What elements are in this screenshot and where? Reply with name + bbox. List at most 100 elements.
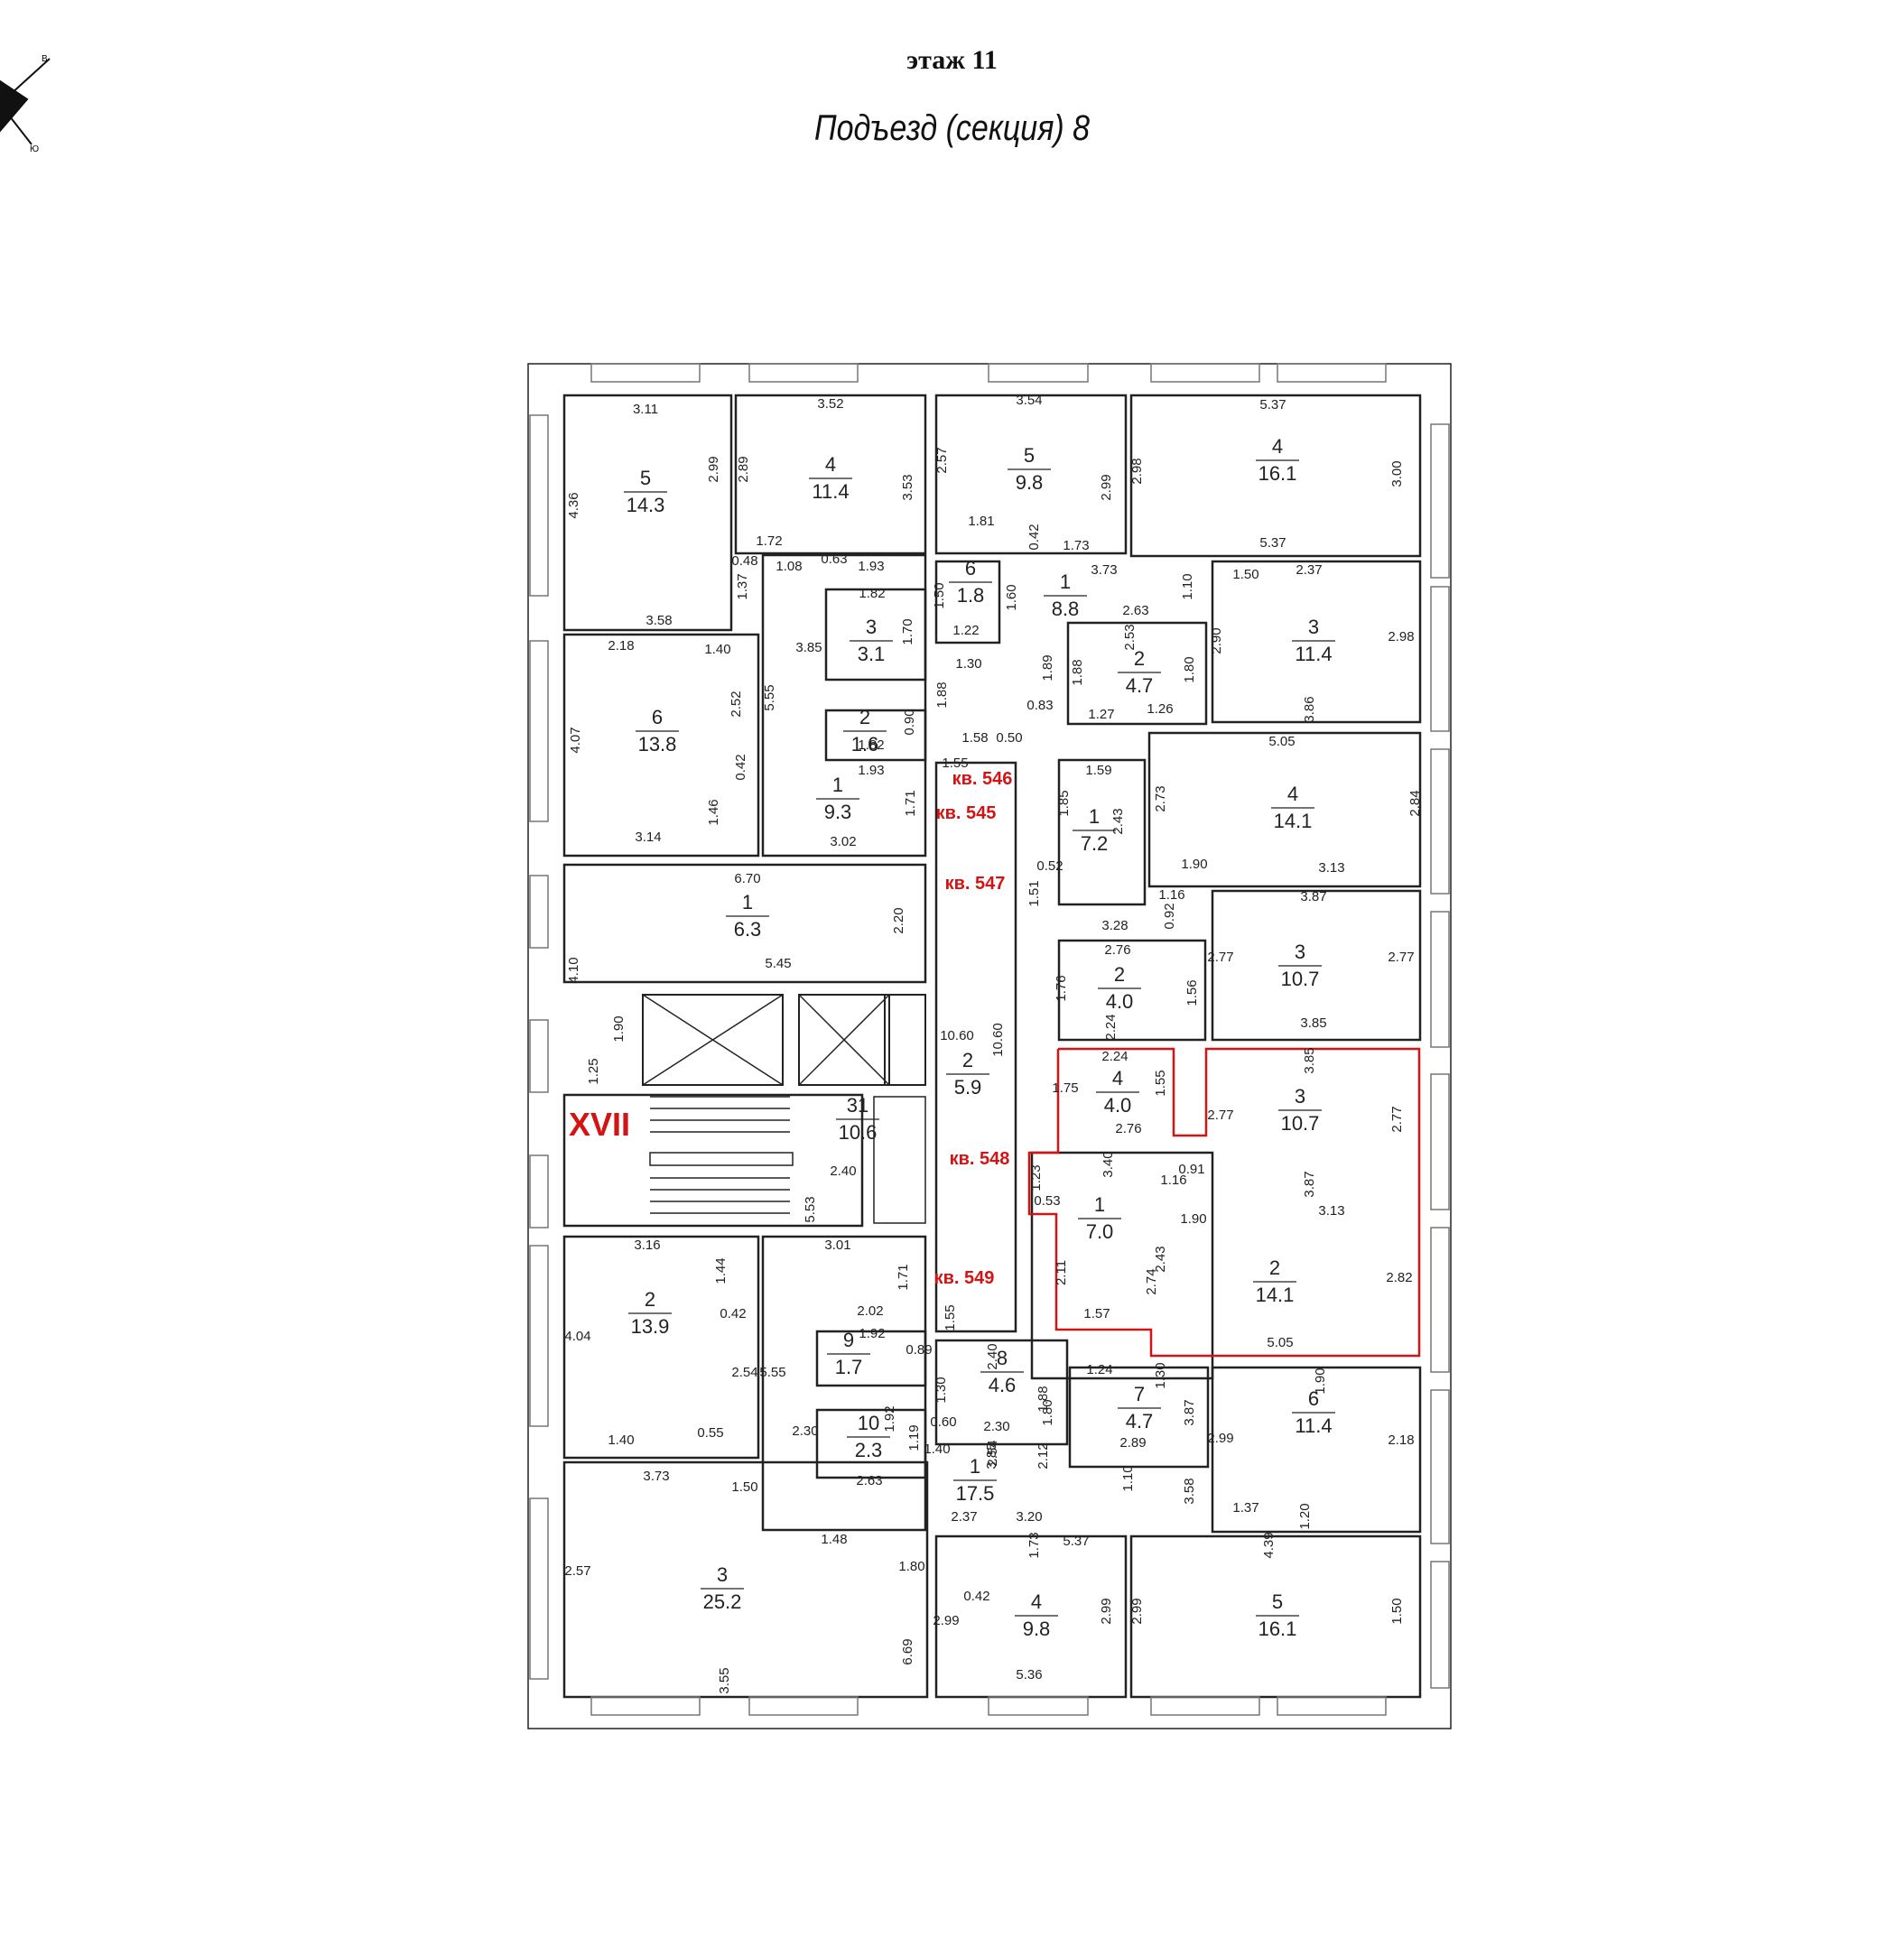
room-area: 25.2 — [703, 1590, 742, 1613]
dimension-label: 2.63 — [856, 1473, 882, 1488]
room-outline — [1066, 621, 1208, 726]
room-area: 13.9 — [631, 1315, 670, 1338]
dimension-label: 2.37 — [951, 1509, 977, 1525]
dimension-label: 3.13 — [1318, 1203, 1344, 1219]
room-number: 3 — [717, 1563, 728, 1586]
dimension-label: 1.55 — [942, 756, 968, 771]
apartment-label-kv548: кв. 548 — [950, 1149, 1010, 1169]
room-label: 414.1 — [1271, 783, 1314, 832]
room-label: 24.7 — [1118, 647, 1161, 697]
highlighted-apartment — [1027, 1047, 1421, 1358]
dimension-label: 0.89 — [906, 1342, 932, 1358]
dimension-label: 2.37 — [1296, 562, 1322, 578]
dimension-label: 2.12 — [1036, 1442, 1051, 1469]
dimension-label: 0.42 — [1026, 524, 1042, 550]
dimension-label: 3.87 — [1302, 1171, 1317, 1197]
room-label: 61.8 — [949, 557, 992, 607]
room-outline — [1057, 939, 1207, 1042]
dimension-label: 6.70 — [734, 871, 760, 886]
stair-label: XVII — [569, 1106, 630, 1143]
room-label: 91.7 — [827, 1329, 870, 1378]
dimension-label: 1.20 — [1297, 1503, 1313, 1529]
dimension-label: 1.82 — [858, 737, 884, 753]
room-number: 5 — [1024, 444, 1035, 467]
room-area: 11.4 — [812, 480, 849, 503]
dimension-label: 0.50 — [996, 730, 1022, 746]
room-label: 514.3 — [624, 467, 667, 516]
room-outline — [562, 1093, 864, 1228]
apartment-label-kv546: кв. 546 — [952, 769, 1013, 789]
dimension-label: 2.30 — [792, 1423, 818, 1439]
dimension-label: 4.10 — [566, 957, 581, 983]
room-number: 31 — [847, 1094, 868, 1117]
room-area: 11.4 — [1295, 643, 1332, 665]
room-area: 10.7 — [1281, 1112, 1320, 1135]
room-number: 3 — [1308, 616, 1319, 638]
room-area: 4.0 — [1106, 990, 1134, 1013]
dimension-label: 1.73 — [1063, 538, 1089, 553]
dimension-label: 2.90 — [1209, 627, 1224, 654]
room-area: 10.7 — [1281, 968, 1320, 990]
dimension-label: 2.73 — [1153, 785, 1168, 811]
room-label: 411.4 — [809, 453, 852, 503]
room-outline — [562, 633, 760, 858]
dimension-label: 4.07 — [568, 727, 583, 753]
dimension-label: 1.90 — [1181, 857, 1207, 872]
dimension-label: 1.30 — [1153, 1362, 1168, 1388]
dimension-label: 5.36 — [1016, 1667, 1042, 1683]
room-outline — [934, 761, 1017, 1333]
dimension-label: 1.59 — [1085, 763, 1111, 778]
room-outline — [1129, 394, 1422, 558]
dimension-label: 0.53 — [1034, 1193, 1060, 1209]
room-area: 2.3 — [855, 1439, 883, 1461]
dimension-label: 2.99 — [933, 1613, 959, 1628]
room-outline — [1147, 731, 1422, 888]
dimension-label: 2.30 — [983, 1419, 1009, 1434]
compass-rose-icon: В Ю — [0, 54, 51, 154]
dimension-label: 1.27 — [1088, 707, 1114, 722]
dimension-label: 4.04 — [564, 1329, 590, 1344]
dimension-label: 5.05 — [1267, 1335, 1293, 1350]
window-set-side — [529, 414, 1450, 1689]
dimension-label: 3.13 — [1318, 860, 1344, 876]
dimension-label: 1.19 — [906, 1424, 922, 1451]
stair-flight — [649, 1096, 794, 1214]
room-outline — [934, 394, 1128, 555]
room-outline — [934, 1339, 1069, 1446]
shaft — [873, 1096, 926, 1224]
dimension-label: 2.99 — [1099, 474, 1114, 500]
room-number: 1 — [1060, 570, 1071, 593]
room-outline — [562, 1460, 929, 1699]
dimension-label: 3.55 — [717, 1667, 732, 1693]
room-label: 611.4 — [1292, 1387, 1335, 1437]
dimension-label: 2.84 — [1407, 790, 1423, 816]
dimension-label: 3.85 — [1302, 1047, 1317, 1073]
dimension-label: 1.40 — [608, 1432, 634, 1448]
room-label: 102.3 — [847, 1412, 890, 1461]
room-label: 516.1 — [1256, 1590, 1299, 1640]
apartment-label-kv549: кв. 549 — [934, 1268, 995, 1288]
floor-title: этаж 11 — [906, 45, 998, 75]
dimension-label: 5.05 — [1268, 734, 1295, 749]
room-number: 9 — [843, 1329, 854, 1351]
room-label: 59.8 — [1008, 444, 1051, 494]
room-outline — [1057, 758, 1147, 906]
room-number: 5 — [1272, 1590, 1283, 1613]
dimension-label: 0.52 — [1036, 858, 1063, 874]
apartment-label-kv545: кв. 545 — [936, 803, 997, 823]
room-label: 44.0 — [1096, 1067, 1139, 1117]
dimension-label: 2.57 — [564, 1563, 590, 1579]
dimension-label: 1.90 — [1313, 1368, 1328, 1394]
room-area: 9.8 — [1023, 1618, 1051, 1640]
room-outline — [1129, 1534, 1422, 1699]
dimension-label: 2.52 — [729, 691, 744, 717]
room-area: 14.3 — [627, 494, 665, 516]
room-outline — [1030, 1151, 1214, 1380]
room-number: 2 — [1269, 1256, 1280, 1279]
dimension-label: 1.30 — [933, 1377, 949, 1403]
room-area: 7.2 — [1081, 832, 1109, 855]
room-label: 33.1 — [850, 616, 893, 665]
dimension-label: 6.69 — [900, 1638, 915, 1664]
